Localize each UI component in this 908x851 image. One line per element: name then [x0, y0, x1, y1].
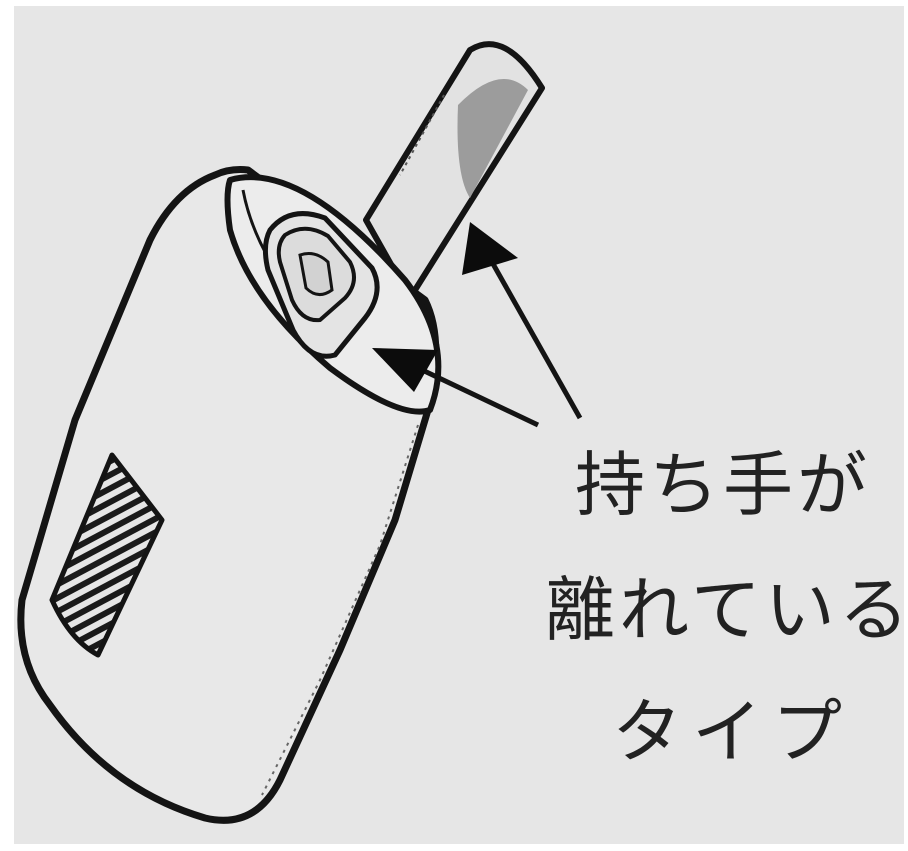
caption-line-1: 持ち手が: [575, 444, 871, 526]
handle-strap: [363, 41, 545, 301]
hatched-patch: [49, 452, 165, 658]
caption-line-2: 離れている: [545, 569, 908, 651]
lid-clasp: [262, 211, 380, 359]
arrow-to-lid-icon: [372, 348, 540, 428]
caption-line-3: タイプ: [612, 691, 852, 773]
bag-body: [17, 166, 442, 824]
arrow-to-handle-icon: [462, 222, 583, 420]
